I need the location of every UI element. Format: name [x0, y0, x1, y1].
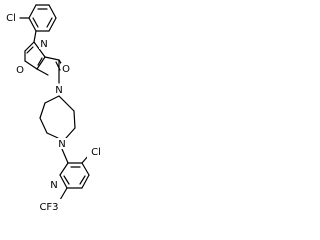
carbonyl-oxygen-label: O [62, 64, 70, 75]
isoxazole-ring [24, 41, 46, 70]
diazepane-nitrogen-top-label: N [55, 85, 62, 96]
bond-phenyl-isoxazole [33, 30, 37, 43]
isoxazole-oxygen-label: O [16, 65, 24, 76]
isoxazole-nitrogen-label: N [40, 39, 47, 50]
molecule-structure: Cl N O O N N N Cl CF3 [1, 4, 105, 213]
diazepane-nitrogen-bottom-label: N [58, 139, 65, 150]
diazepane-ring [39, 95, 76, 139]
bond-cf3 [59, 187, 68, 201]
chlorine-label-pyridine: Cl [91, 147, 101, 158]
chlorophenyl-ring [28, 4, 57, 32]
atom-labels: Cl N O O N N N Cl CF3 [1, 12, 105, 213]
bond-isoxazole-carbonyl [44, 56, 60, 61]
bond-diazepane-pyridine [61, 148, 69, 164]
chlorine-label-top: Cl [6, 13, 16, 24]
pyridine-nitrogen-label: N [50, 180, 57, 191]
trifluoromethyl-label: CF3 [39, 202, 58, 213]
pyridine-ring [59, 162, 90, 189]
bond-methyl [36, 68, 49, 76]
